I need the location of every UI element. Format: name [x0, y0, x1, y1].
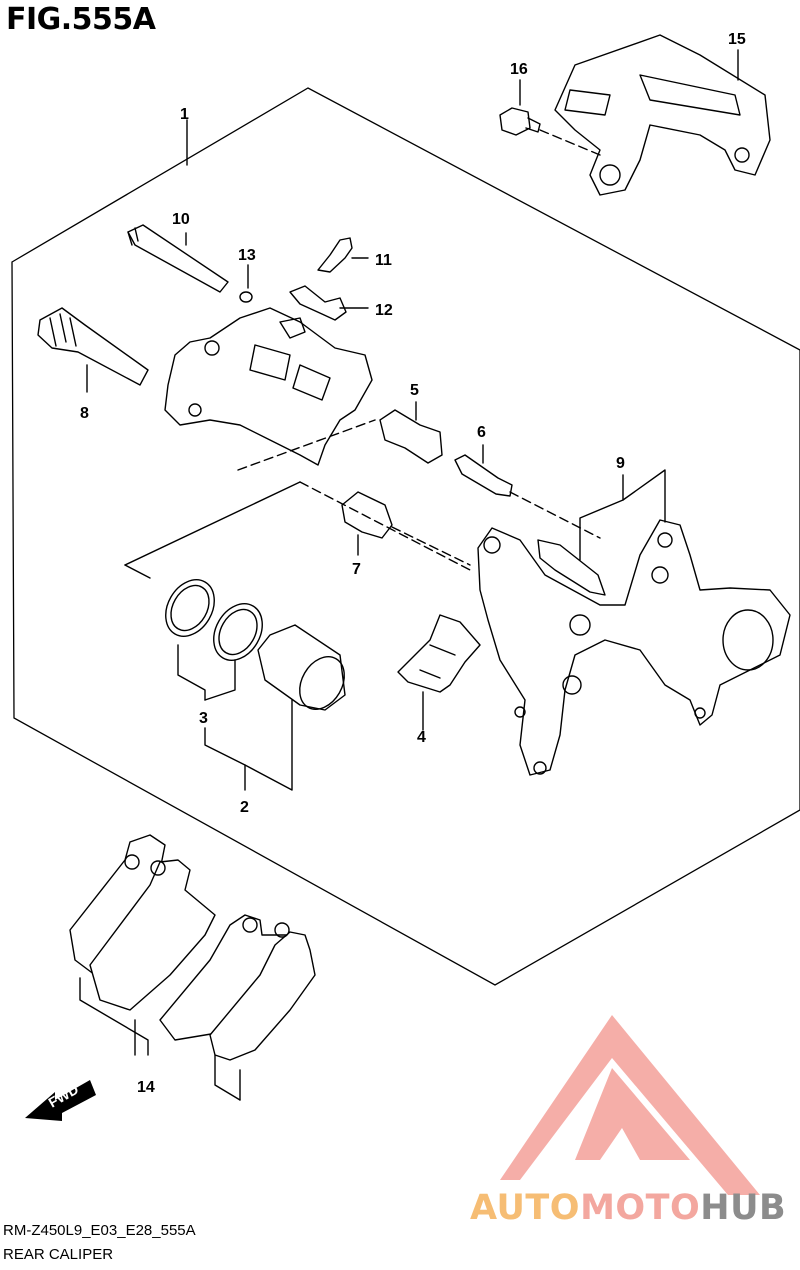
piston	[257, 624, 346, 711]
callout-1: 1	[180, 106, 189, 123]
watermark-moto: MOTO	[580, 1188, 701, 1228]
bleeder-cap	[289, 285, 347, 321]
rubber-boot	[341, 491, 393, 539]
watermark-logo-mark	[500, 1015, 760, 1195]
figure-name: REAR CALIPER	[3, 1246, 114, 1263]
figure-code: RM-Z450L9_E03_E28_555A	[3, 1222, 196, 1239]
callout-10: 10	[172, 211, 190, 228]
slide-pin-small	[127, 224, 229, 293]
callout-16: 16	[510, 61, 528, 78]
fwd-direction-arrow: FWD	[25, 1080, 96, 1121]
callout-13: 13	[238, 247, 256, 264]
callout-12: 12	[375, 302, 393, 319]
callout-15: 15	[728, 31, 746, 48]
caliper-holder	[477, 519, 791, 776]
piston-seals	[165, 579, 263, 661]
pad-spring	[397, 614, 481, 693]
watermark-hub: HUB	[700, 1188, 787, 1228]
callout-9: 9	[616, 455, 625, 472]
callout-4: 4	[417, 729, 426, 746]
pad-pin	[454, 454, 513, 497]
watermark-logo: AUTOMOTOHUB	[470, 1188, 786, 1228]
callout-7: 7	[352, 561, 361, 578]
bleeder-valve	[317, 237, 353, 273]
callout-3: 3	[199, 710, 208, 727]
o-ring	[239, 291, 253, 303]
callout-5: 5	[410, 382, 419, 399]
callout-8: 8	[80, 405, 89, 422]
callout-2: 2	[240, 799, 249, 816]
watermark-auto: AUTO	[470, 1188, 581, 1228]
caliper-bracket	[554, 34, 771, 196]
callout-labels: 1 2 3 4 5 6 7 8 9 10 11 12 13 14 15 16	[80, 31, 746, 1096]
slide-pin-boot	[379, 409, 443, 464]
brake-pads	[69, 834, 316, 1061]
slide-pin-large	[37, 307, 149, 386]
caliper-body	[164, 307, 373, 466]
assembly-outline	[11, 87, 800, 986]
bracket-bolt	[499, 107, 541, 136]
pad-retainer	[537, 539, 606, 596]
figure-title: FIG.555A	[6, 2, 156, 37]
callout-14: 14	[137, 1079, 155, 1096]
callout-11: 11	[375, 252, 392, 269]
callout-6: 6	[477, 424, 486, 441]
